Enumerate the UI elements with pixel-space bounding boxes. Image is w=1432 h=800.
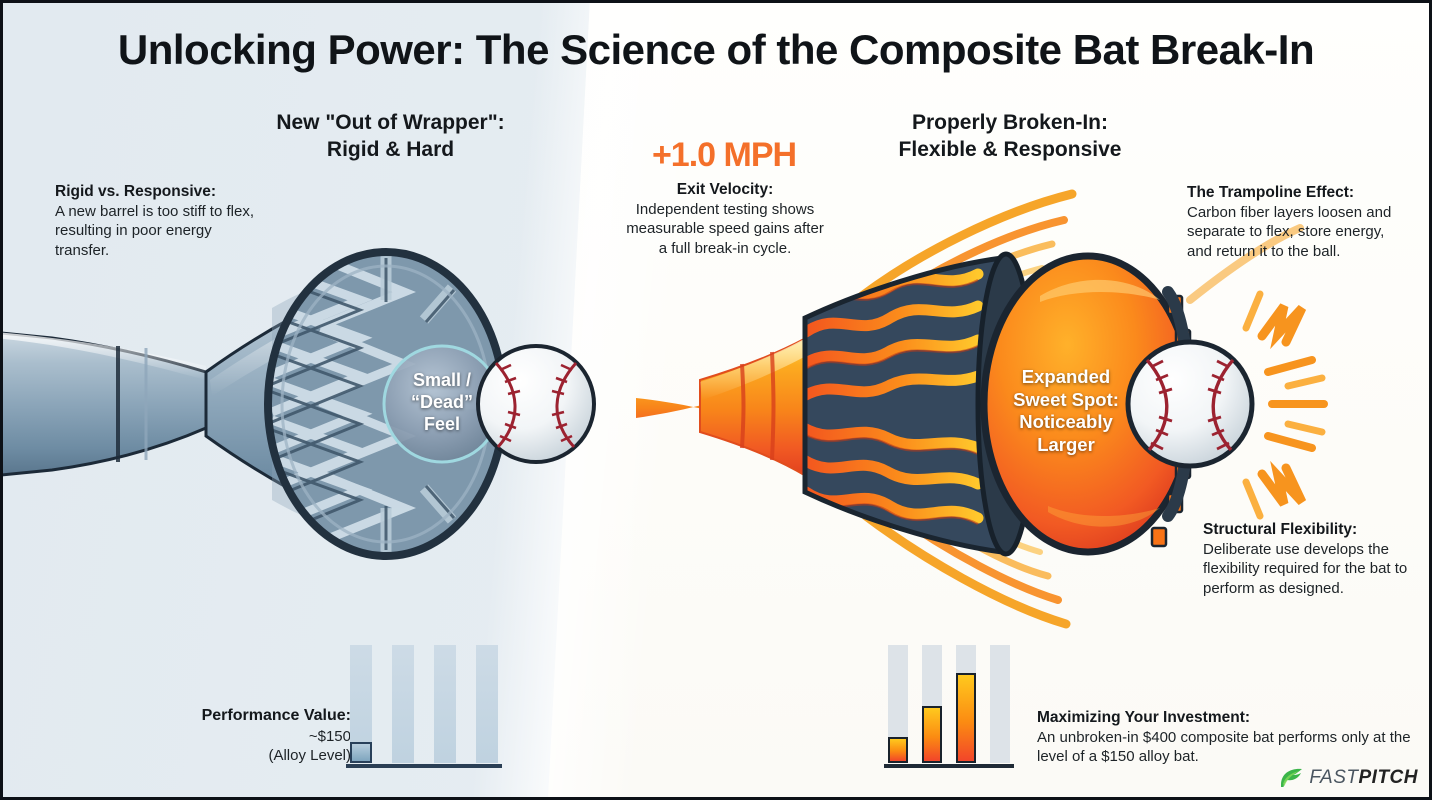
rigid-callout-body: A new barrel is too stiff to flex, resul… (55, 203, 254, 259)
trampoline-callout-body: Carbon fiber layers loosen and separate … (1187, 204, 1392, 260)
maximizing-callout-body: An unbroken-in $400 composite bat perfor… (1037, 729, 1411, 766)
green-leaf-icon (1281, 768, 1303, 787)
performance-callout-line1: ~$150 (308, 727, 351, 745)
exit-velocity-body: Independent testing shows measurable spe… (626, 201, 824, 257)
exit-velocity-stat-value: +1.0 MPH (651, 136, 797, 174)
bar-column (350, 645, 372, 763)
bar-fill (888, 737, 908, 763)
performance-value-chart-left (346, 645, 502, 768)
structural-flexibility-callout: Structural Flexibility: Deliberate use d… (1203, 520, 1418, 598)
bar-ghost (476, 645, 498, 763)
sweet-spot-line2: Sweet Spot: (1013, 388, 1119, 410)
trampoline-effect-callout: The Trampoline Effect: Carbon fiber laye… (1187, 183, 1397, 261)
sweet-spot-line3: Noticeably (1019, 411, 1113, 433)
chart-right-baseline (884, 764, 1014, 768)
bar-ghost (434, 645, 456, 763)
right-panel-heading: Properly Broken-In: Flexible & Responsiv… (875, 110, 1145, 164)
performance-callout-line2: (Alloy Level) (268, 746, 351, 764)
bar-fill (956, 673, 976, 763)
bar-fill (922, 706, 942, 763)
exit-velocity-callout: Exit Velocity: Independent testing shows… (625, 180, 825, 258)
left-panel-heading: New "Out of Wrapper": Rigid & Hard (258, 110, 523, 164)
bar-column (476, 645, 498, 763)
fastpitch-logo: FASTPITCH (1278, 766, 1418, 790)
maximizing-investment-callout: Maximizing Your Investment: An unbroken-… (1037, 708, 1417, 767)
exit-velocity-title: Exit Velocity: (676, 181, 774, 198)
fastpitch-logo-text: FASTPITCH (1309, 767, 1418, 789)
logo-text-bold: PITCH (1358, 767, 1418, 788)
right-heading-line2: Flexible & Responsive (898, 137, 1122, 161)
dead-feel-line1: Small / (412, 370, 472, 390)
performance-value-callout: Performance Value: ~$150 (Alloy Level) (146, 706, 351, 765)
dead-feel-line2: “Dead” (410, 391, 473, 412)
expanded-sweet-spot-label: Expanded Sweet Spot: Noticeably Larger (1000, 366, 1132, 456)
dead-feel-line3: Feel (423, 413, 461, 434)
sweet-spot-line4: Larger (1037, 433, 1095, 455)
bar-column (434, 645, 456, 763)
flexibility-callout-body: Deliberate use develops the flexibility … (1203, 541, 1408, 597)
bar-ghost (888, 645, 908, 763)
performance-value-chart-right (884, 645, 1014, 768)
bar-column (990, 645, 1010, 763)
bar-ghost (350, 645, 372, 763)
bar-ghost (990, 645, 1010, 763)
bar-ghost (392, 645, 414, 763)
page-title: Unlocking Power: The Science of the Comp… (117, 26, 1315, 73)
bar-column (956, 645, 976, 763)
bar-column (888, 645, 908, 763)
chart-left-baseline (346, 764, 502, 768)
performance-callout-title: Performance Value: (201, 707, 351, 724)
trampoline-callout-title: The Trampoline Effect: (1187, 184, 1355, 201)
left-heading-line1: New "Out of Wrapper": (276, 111, 505, 134)
bar-fill (350, 741, 372, 763)
maximizing-callout-title: Maximizing Your Investment: (1037, 709, 1251, 726)
flexibility-callout-title: Structural Flexibility: (1203, 521, 1358, 538)
bar-column (392, 645, 414, 763)
rigid-vs-responsive-callout: Rigid vs. Responsive: A new barrel is to… (55, 182, 270, 260)
left-heading-line2: Rigid & Hard (326, 137, 455, 161)
logo-text-light: FAST (1309, 767, 1359, 788)
small-dead-feel-label: Small / “Dead” Feel (392, 370, 492, 436)
bar-column (922, 645, 942, 763)
right-heading-line1: Properly Broken-In: (911, 111, 1109, 134)
rigid-callout-title: Rigid vs. Responsive: (55, 183, 217, 200)
sweet-spot-line1: Expanded (1021, 366, 1111, 387)
